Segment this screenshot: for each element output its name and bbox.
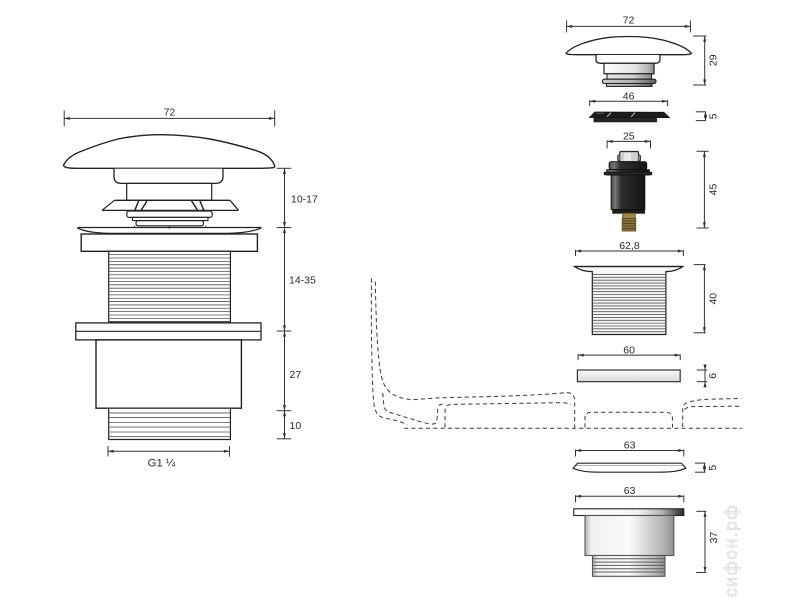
svg-text:5: 5 [707,465,719,471]
svg-text:10-17: 10-17 [291,193,318,205]
svg-text:25: 25 [623,130,635,142]
svg-text:72: 72 [164,107,176,119]
svg-text:29: 29 [708,54,720,66]
svg-text:63: 63 [624,485,636,497]
svg-text:45: 45 [708,184,720,196]
svg-text:72: 72 [623,15,635,27]
svg-text:40: 40 [708,293,720,305]
svg-text:37: 37 [708,532,720,544]
svg-text:5: 5 [707,113,719,119]
svg-text:G1 ¼: G1 ¼ [148,457,176,469]
svg-text:6: 6 [707,373,719,379]
svg-text:63: 63 [624,439,636,451]
svg-text:10: 10 [290,420,302,432]
svg-text:60: 60 [623,344,635,356]
svg-text:27: 27 [290,369,302,381]
svg-text:сифон.рф: сифон.рф [721,504,741,597]
svg-text:14-35: 14-35 [289,275,316,287]
svg-text:46: 46 [623,90,635,102]
svg-text:62,8: 62,8 [619,240,640,252]
